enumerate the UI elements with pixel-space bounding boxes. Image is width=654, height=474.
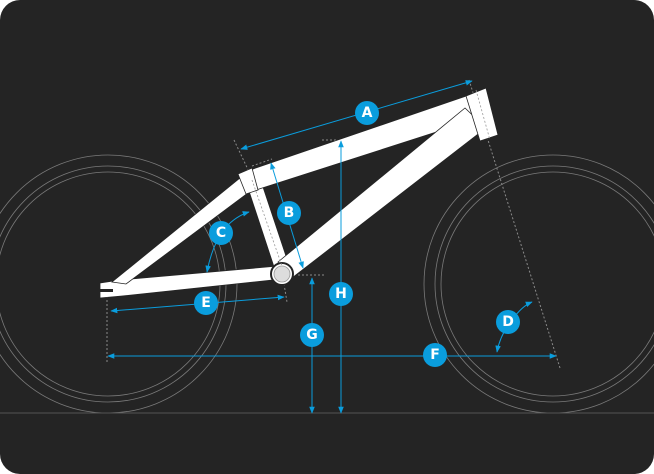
- dimension-label-h[interactable]: H: [329, 282, 353, 306]
- dimension-label-g[interactable]: G: [300, 323, 324, 347]
- dimension-label-d[interactable]: D: [496, 310, 520, 334]
- dimension-label-a[interactable]: A: [355, 101, 379, 125]
- bike-frame: [99, 87, 499, 299]
- dimension-label-f[interactable]: F: [423, 343, 447, 367]
- dimension-label-e[interactable]: E: [194, 291, 218, 315]
- dimension-label-b[interactable]: B: [277, 201, 301, 225]
- front-wheel: [423, 154, 654, 414]
- dimension-label-c[interactable]: C: [209, 221, 233, 245]
